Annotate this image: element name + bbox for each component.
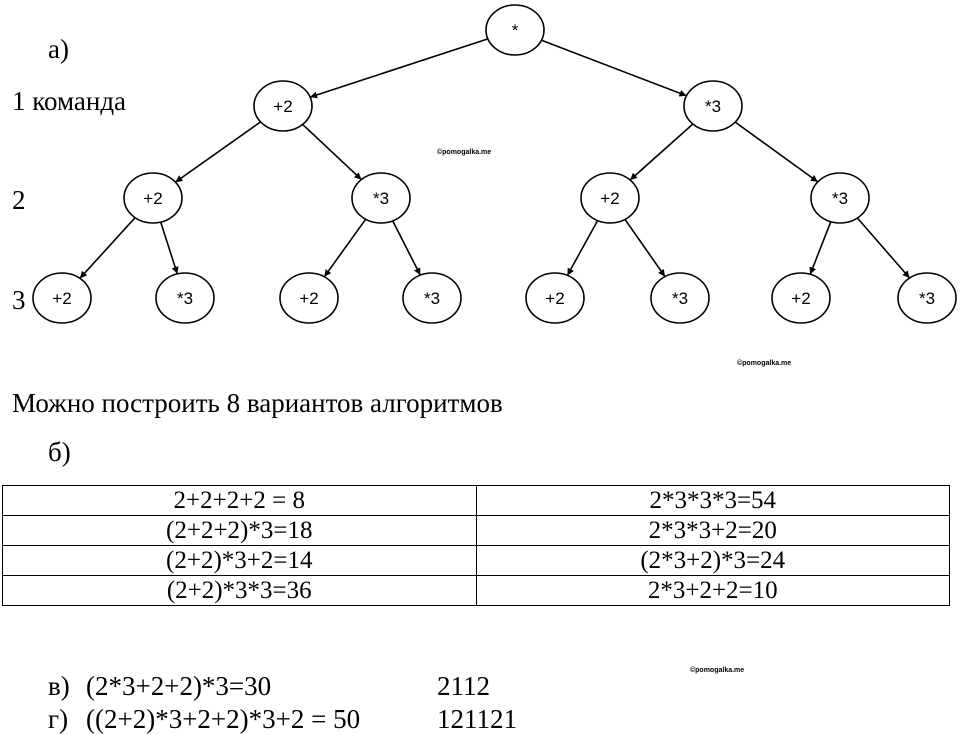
tree-node: +2 (771, 272, 831, 324)
table-cell: 2+2+2+2 = 8 (2, 485, 477, 516)
table-cell: 2*3*3*3=54 (475, 485, 950, 516)
tree-node-ellipse (580, 172, 640, 224)
tree-node: *3 (650, 272, 710, 324)
tree-node-label: +2 (52, 289, 71, 308)
summary-text: Можно построить 8 вариантов алгоритмов (12, 388, 503, 418)
part-b-label: б) (48, 437, 71, 467)
tree-node-label: * (512, 21, 519, 40)
tree-node-ellipse (810, 172, 870, 224)
level-1-label: 1 команда (12, 86, 127, 116)
tree-node: +2 (32, 272, 92, 324)
tree-node-ellipse (683, 80, 743, 132)
tree-node: +2 (580, 172, 640, 224)
tree-node: *3 (402, 272, 462, 324)
tree-node-ellipse (485, 4, 545, 56)
command-tree-diagram: * +2 *3 +2 *3 +2 *3 +2 *3 +2 *3 +2 *3 +2 *3 (32, 4, 957, 324)
watermark-3: ©pomogalka.me (690, 667, 745, 674)
tree-arrow (323, 218, 367, 278)
watermark-2: ©pomogalka.me (737, 360, 792, 367)
table-row: (2+2)*3+2=14 (2*3+2)*3=24 (2, 545, 950, 576)
tree-node-ellipse (402, 272, 462, 324)
tree-node-label: +2 (143, 189, 162, 208)
tree-node-ellipse (253, 80, 313, 132)
tree-node-label: *3 (177, 289, 193, 308)
table-row: 2+2+2+2 = 8 2*3*3*3=54 (2, 485, 950, 516)
tree-node: +2 (253, 80, 313, 132)
level-3-label: 3 (12, 285, 26, 315)
tree-node-label: *3 (373, 189, 389, 208)
tree-node-ellipse (351, 172, 411, 224)
part-v-expression: (2*3+2+2)*3=30 (86, 671, 272, 701)
tree-arrow (734, 121, 819, 183)
tree-arrow (624, 218, 666, 278)
level-2-label: 2 (12, 185, 26, 215)
tree-node-ellipse (897, 272, 957, 324)
tree-node-label: *3 (919, 289, 935, 308)
watermark-1: ©pomogalka.me (437, 149, 492, 156)
table-row: (2+2)*3*3=36 2*3+2+2=10 (2, 575, 950, 606)
table-cell: (2+2+2)*3=18 (2, 515, 477, 546)
tree-node-label: *3 (705, 97, 721, 116)
tree-arrow (391, 220, 422, 276)
tree-node: *3 (810, 172, 870, 224)
tree-node: * (485, 4, 545, 56)
tree-arrow (856, 217, 911, 279)
tree-node-label: +2 (273, 97, 292, 116)
table-cell: (2+2)*3*3=36 (2, 575, 477, 606)
tree-node: +2 (123, 172, 183, 224)
tree-node-ellipse (279, 272, 339, 324)
tree-arrow (541, 39, 687, 97)
table-cell: 2*3*3+2=20 (475, 515, 950, 546)
part-g-expression: ((2+2)*3+2+2)*3+2 = 50 (86, 704, 361, 734)
tree-node: +2 (525, 272, 585, 324)
part-g-label: г) (48, 704, 69, 734)
tree-node-label: *3 (672, 289, 688, 308)
tree-arrow (79, 217, 136, 279)
tree-arrow (566, 220, 599, 276)
tree-node-ellipse (155, 272, 215, 324)
tree-node: +2 (279, 272, 339, 324)
tree-node-label: +2 (791, 289, 810, 308)
tree-arrow (309, 38, 489, 99)
table-cell: (2*3+2)*3=24 (475, 545, 950, 576)
table-row: (2+2+2)*3=18 2*3*3+2=20 (2, 515, 950, 546)
tree-node-label: *3 (832, 189, 848, 208)
tree-node: *3 (897, 272, 957, 324)
table-cell: (2+2)*3+2=14 (2, 545, 477, 576)
tree-node-ellipse (771, 272, 831, 324)
tree-node-ellipse (32, 272, 92, 324)
tree-node-ellipse (650, 272, 710, 324)
tree-node: *3 (155, 272, 215, 324)
part-g-code: 121121 (437, 704, 517, 734)
part-a-label: а) (48, 34, 69, 64)
tree-edges (79, 38, 911, 279)
tree-arrow (629, 123, 694, 181)
tree-arrow (159, 221, 179, 275)
tree-arrow (809, 221, 832, 275)
tree-node: *3 (351, 172, 411, 224)
tree-node-label: +2 (299, 289, 318, 308)
tree-nodes: * +2 *3 +2 *3 +2 *3 +2 *3 +2 *3 +2 *3 +2 *3 (32, 4, 957, 324)
tree-arrow (174, 121, 262, 183)
tree-node: *3 (683, 80, 743, 132)
tree-node-ellipse (525, 272, 585, 324)
tree-node-label: *3 (424, 289, 440, 308)
table-cell: 2*3+2+2=10 (475, 575, 950, 606)
tree-node-label: +2 (600, 189, 619, 208)
results-table: 2+2+2+2 = 8 2*3*3*3=54 (2+2+2)*3=18 2*3*… (2, 485, 950, 606)
tree-arrow (302, 123, 362, 181)
part-v-label: в) (48, 671, 70, 701)
tree-node-label: +2 (545, 289, 564, 308)
part-v-code: 2112 (437, 671, 490, 701)
tree-node-ellipse (123, 172, 183, 224)
